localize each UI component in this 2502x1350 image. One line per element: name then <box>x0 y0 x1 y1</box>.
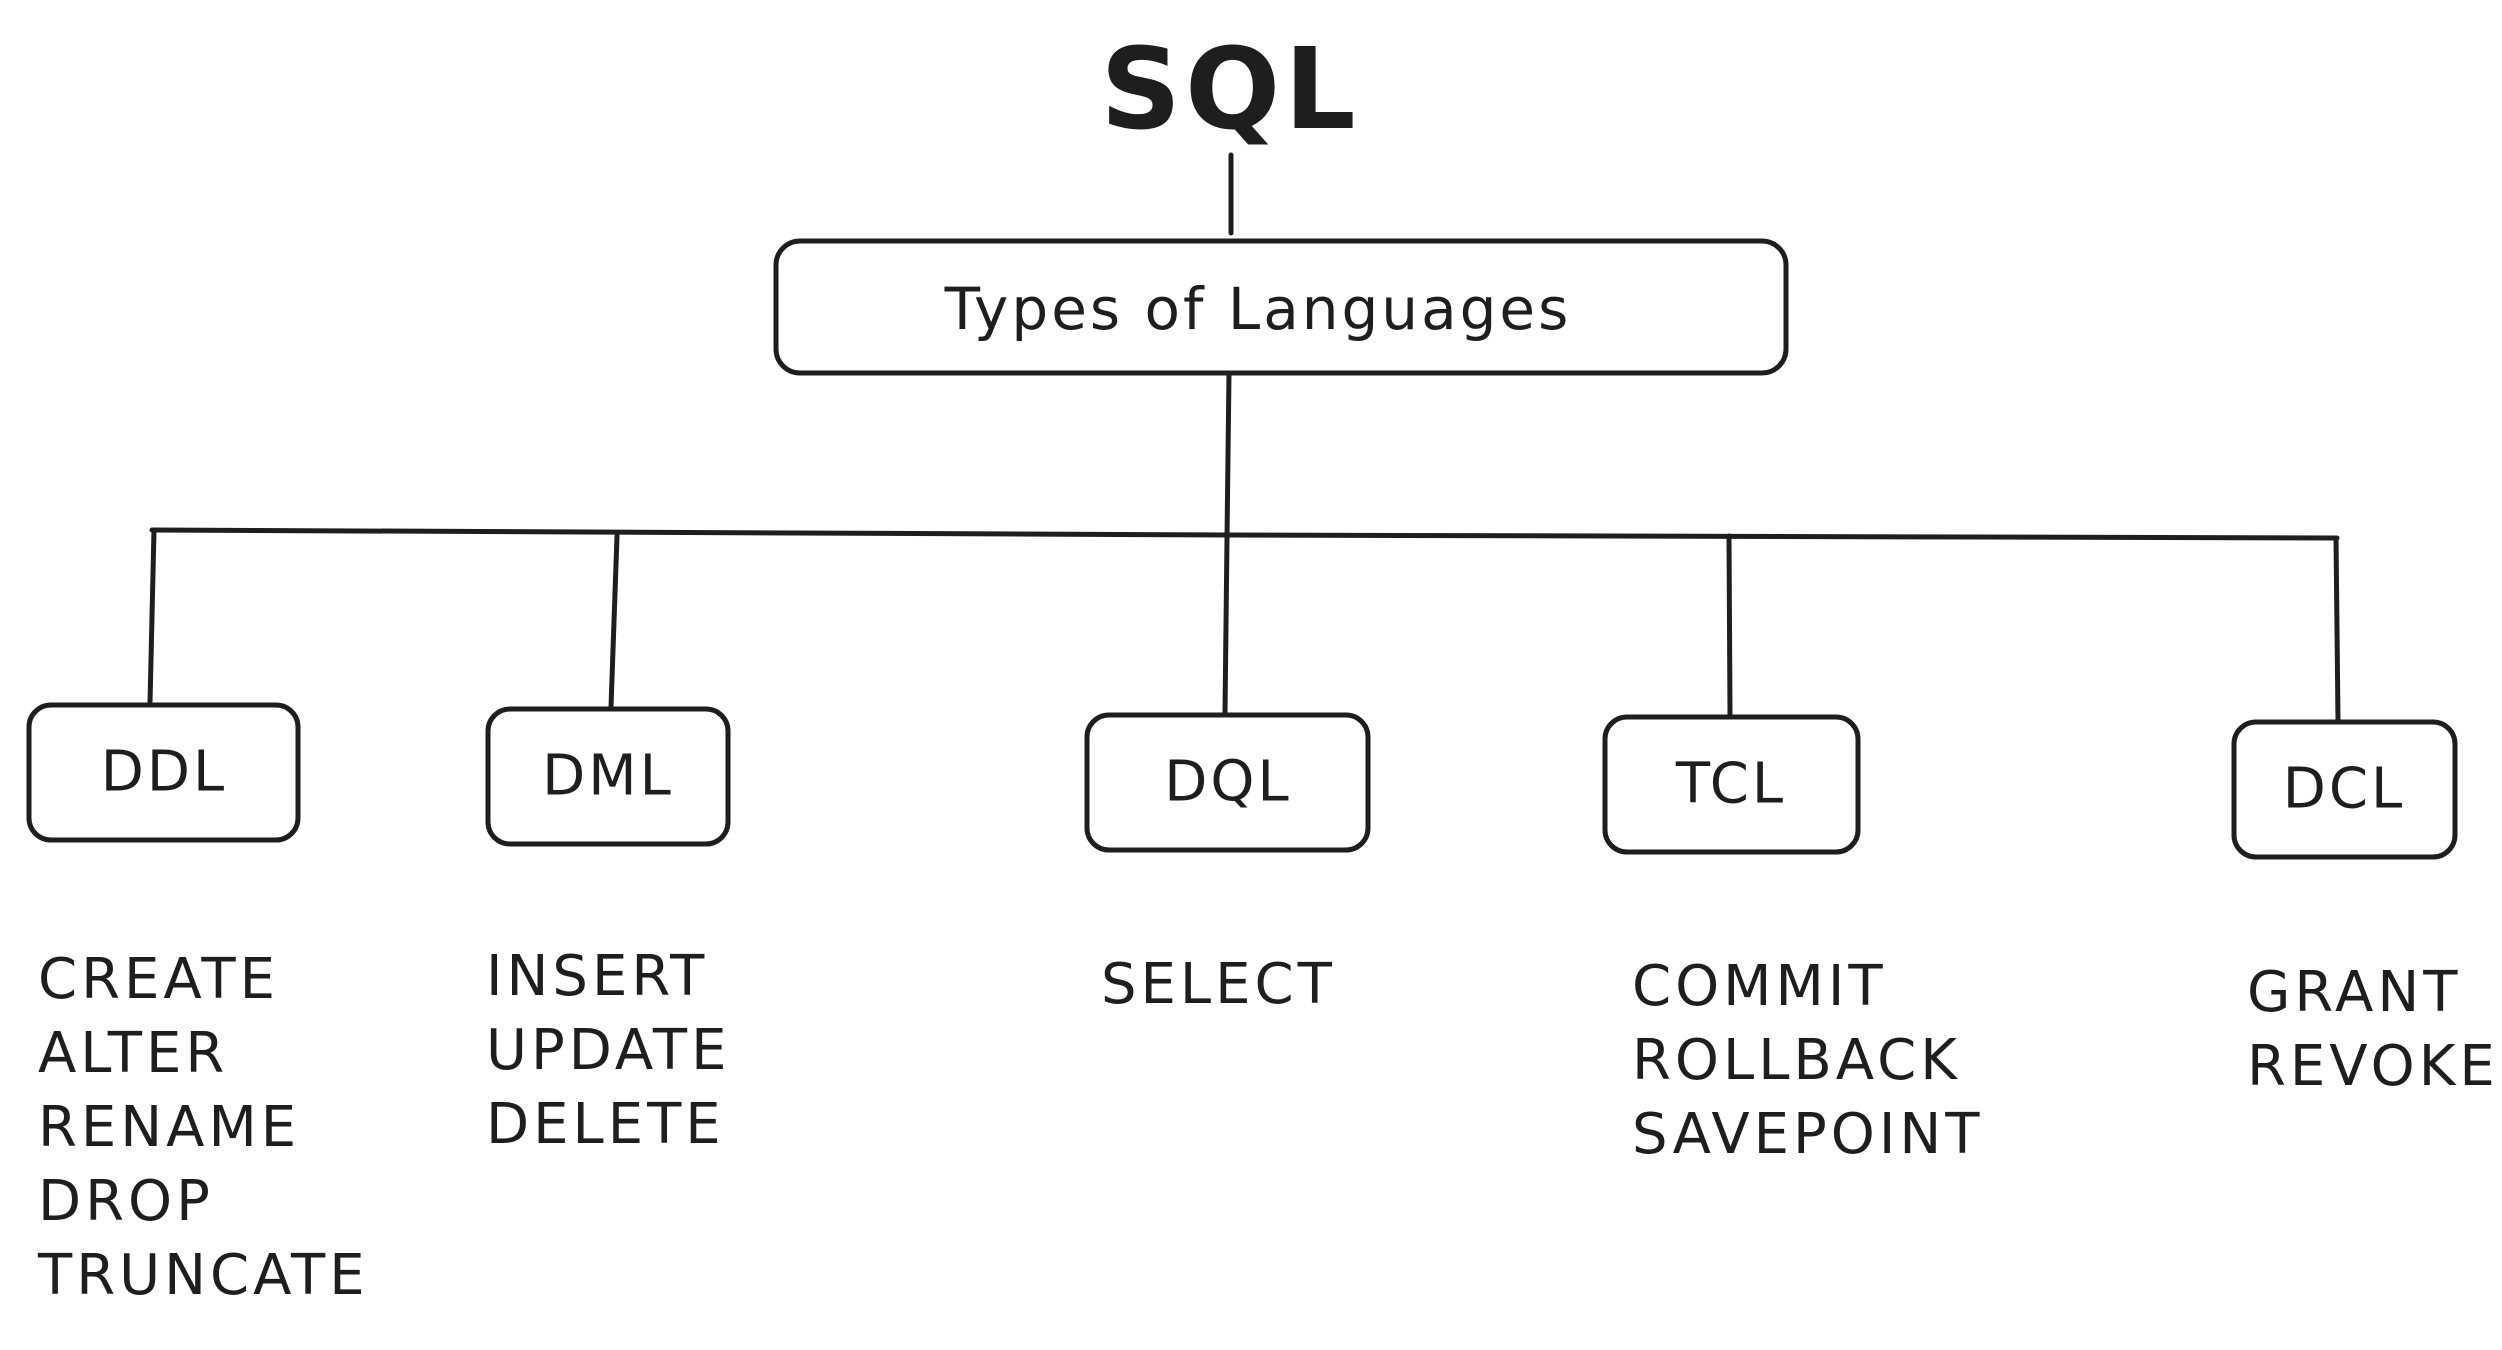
command-list-dql: SELECT <box>1101 948 1336 1022</box>
command-item: INSERT <box>486 944 709 1009</box>
command-item: DELETE <box>486 1092 725 1157</box>
command-item: SAVEPOINT <box>1632 1102 1984 1167</box>
branch-line-dml <box>608 533 620 710</box>
command-item: GRANT <box>2247 960 2462 1025</box>
node-box-dql <box>1084 712 1371 853</box>
command-item: COMMIT <box>1632 954 1887 1019</box>
node-label-ddl: DDL <box>100 739 228 805</box>
command-item: CREATE <box>38 947 279 1012</box>
node-label-tcl: TCL <box>1675 751 1787 817</box>
branch-line-tcl <box>1726 533 1733 718</box>
node-box-tcl <box>1602 714 1861 855</box>
command-item: TRUNCATE <box>38 1243 369 1308</box>
command-list-tcl: COMMIT ROLLBACK SAVEPOINT <box>1632 950 1983 1172</box>
branch-line-ddl <box>147 527 157 706</box>
branch-bar-line <box>149 527 2340 541</box>
root-connector-line <box>1224 370 1232 541</box>
command-item: REVOKE <box>2247 1034 2499 1099</box>
node-box-ddl <box>26 702 301 843</box>
command-item: DROP <box>38 1169 214 1234</box>
root-box <box>773 238 1789 376</box>
branch-line-dql <box>1222 535 1230 716</box>
command-item: UPDATE <box>486 1018 731 1083</box>
command-list-ddl: CREATE ALTER RENAME DROP TRUNCATE <box>38 943 369 1313</box>
node-label-dcl: DCL <box>2282 756 2406 822</box>
command-item: ROLLBACK <box>1632 1028 1961 1093</box>
diagram-title: SQL <box>1100 25 1360 155</box>
root-node-label: Types of Languages <box>944 275 1572 343</box>
command-list-dml: INSERT UPDATE DELETE <box>486 940 730 1162</box>
command-item: RENAME <box>38 1095 301 1160</box>
command-list-dcl: GRANT REVOKE <box>2247 956 2499 1104</box>
node-box-dml <box>485 706 731 847</box>
node-box-dcl <box>2231 719 2458 860</box>
node-label-dql: DQL <box>1164 749 1292 815</box>
command-item: SELECT <box>1101 952 1336 1017</box>
node-label-dml: DML <box>542 743 674 809</box>
branch-line-dcl <box>2333 535 2341 723</box>
command-item: ALTER <box>38 1021 229 1086</box>
